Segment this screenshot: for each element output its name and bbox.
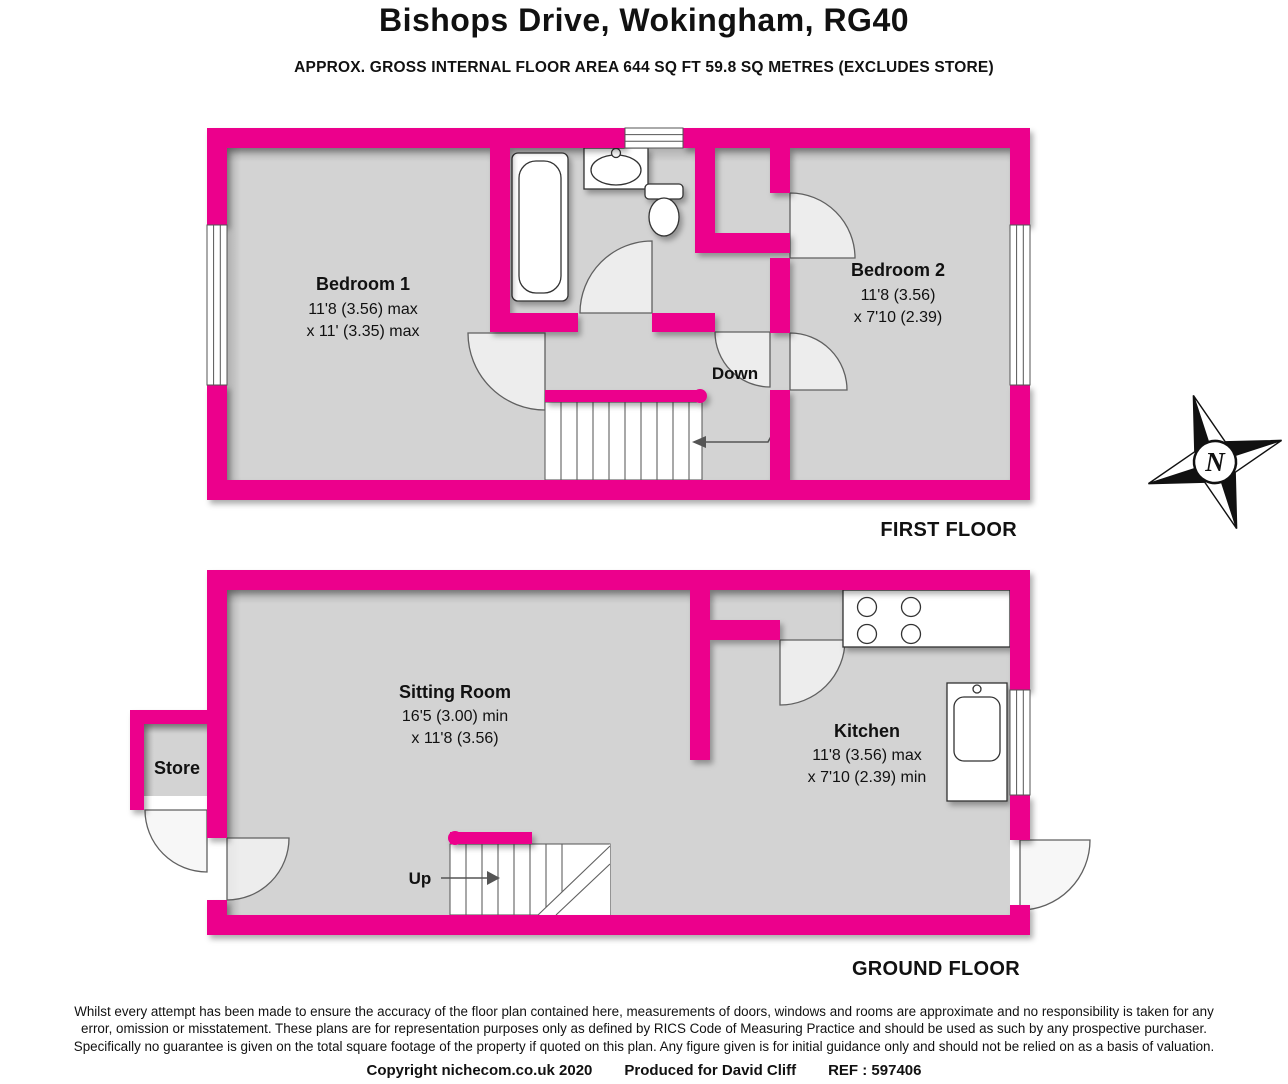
first-floor-label: FIRST FLOOR [880, 519, 1017, 541]
stairs-first-floor [544, 401, 789, 481]
ground-floor-plan: Sitting Room 16'5 (3.00) min x 11'8 (3.5… [130, 570, 1091, 980]
first-floor-plan: Bedroom 1 11'8 (3.56) max x 11' (3.35) m… [206, 127, 1031, 541]
page-subtitle: APPROX. GROSS INTERNAL FLOOR AREA 644 SQ… [294, 59, 994, 76]
kitchen-sink-icon [946, 682, 1008, 802]
ground-floor-door-arcs [144, 639, 1091, 911]
bedroom1-door-arc [467, 332, 546, 411]
front-door-arc [226, 837, 290, 901]
stair-newel-post [693, 389, 707, 403]
sink-icon [583, 147, 649, 190]
kitchen-fixtures [842, 589, 1011, 802]
sitting-room-name: Sitting Room [399, 682, 511, 702]
produced-for-text: Produced for David Cliff [624, 1062, 797, 1079]
kitchen-name: Kitchen [834, 721, 900, 741]
bedroom2-dim2: x 7'10 (2.39) [854, 309, 942, 326]
bathroom-fixtures [511, 147, 684, 302]
disclaimer-line-3: Specifically no guarantee is given on th… [73, 1038, 1215, 1054]
window [206, 224, 228, 386]
window [624, 127, 684, 149]
kitchen-dim2: x 7'10 (2.39) min [808, 769, 927, 786]
stairs-ground-floor [441, 843, 611, 916]
hob-icon [842, 589, 1011, 648]
store-name: Store [154, 758, 200, 778]
stairs-down-label: Down [712, 364, 758, 383]
copyright-text: Copyright nichecom.co.uk 2020 [366, 1062, 593, 1079]
bedroom1-dim1: 11'8 (3.56) max [308, 301, 417, 318]
toilet-icon [644, 183, 684, 237]
bathtub-icon [511, 152, 569, 302]
store-floor-area [144, 724, 207, 796]
kitchen-door-arc [779, 639, 846, 706]
disclaimer-line-2: error, omission or misstatement. These p… [81, 1021, 1207, 1037]
sitting-room-dim1: 16'5 (3.00) min [402, 708, 508, 725]
bedroom2-top-door-arc [789, 192, 856, 259]
first-floor-door-arcs [467, 192, 856, 411]
compass-north-icon: N [1148, 395, 1282, 529]
kitchen-dim1: 11'8 (3.56) max [812, 747, 921, 764]
sitting-room-dim2: x 11'8 (3.56) [411, 730, 498, 747]
disclaimer-line-1: Whilst every attempt has been made to en… [74, 1004, 1214, 1019]
bedroom2-name: Bedroom 2 [851, 260, 945, 280]
copyright-line: Copyright nichecom.co.uk 2020 Produced fo… [0, 1062, 1288, 1079]
stairs-up-label: Up [409, 869, 432, 888]
reference-text: REF : 597406 [828, 1062, 922, 1079]
ground-floor-label: GROUND FLOOR [852, 958, 1020, 980]
bedroom1-dim2: x 11' (3.35) max [306, 323, 419, 340]
ground-floor-walls [130, 570, 1030, 935]
ground-floor-windows [1009, 689, 1031, 796]
bedroom2-dim1: 11'8 (3.56) [861, 287, 936, 304]
store-door-arc [144, 809, 208, 873]
north-label: N [1204, 447, 1226, 477]
first-floor-walls [207, 128, 1030, 500]
first-floor-windows [206, 127, 1031, 386]
bedroom1-name: Bedroom 1 [316, 274, 410, 294]
bedroom2-lower-door-arc [789, 332, 848, 391]
window [1009, 224, 1031, 386]
window [1009, 689, 1031, 796]
stair-newel-post [448, 831, 462, 845]
page-title: Bishops Drive, Wokingham, RG40 [378, 2, 910, 38]
disclaimer: Whilst every attempt has been made to en… [0, 1003, 1288, 1055]
bathroom-door-arc [579, 240, 653, 314]
back-door-arc [1019, 839, 1091, 911]
cupboard-door-arc [714, 331, 771, 388]
